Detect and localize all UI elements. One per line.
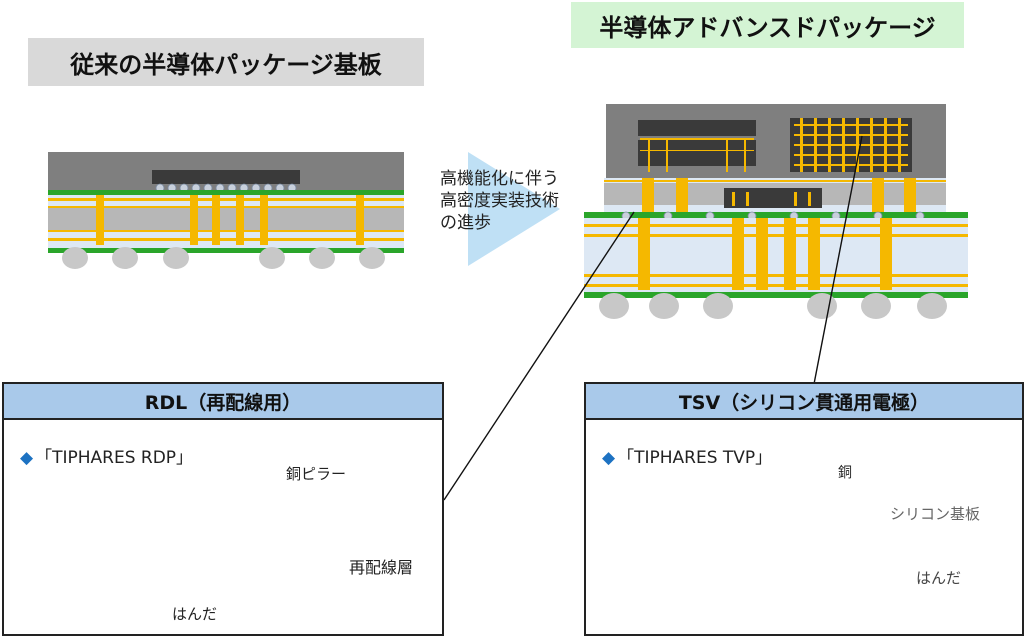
advanced-package [584,104,968,319]
tsv-solder-label: はんだ [916,569,962,587]
rdl-copper-pillar-left [128,484,170,548]
rdl-resin-label: 樹脂 [273,528,307,548]
conventional-package [48,152,404,269]
conventional-copper-traces [48,195,404,245]
rdl-layer-brace [321,547,337,579]
conventional-core [48,208,404,230]
diamond-bullet-icon: ◆ [20,448,34,468]
rdl-copper-pillar-label: 銅ピラー [286,465,347,483]
conventional-package-title: 従来の半導体パッケージ基板 [28,38,424,86]
rdl-layer-label: 再配線層 [349,558,414,577]
rdl-product-name: 「TIPHARES RDP」 [35,448,194,468]
advanced-hbm-vias [794,118,908,172]
advanced-package-title: 半導体アドバンスドパッケージ [571,2,964,48]
progress-caption: 高機能化に伴う 高密度実装技術 の進歩 [440,168,559,234]
diamond-bullet-icon: ◆ [602,448,616,468]
tsv-leader-line [813,135,863,385]
tsv-product-name: 「TIPHARES TVP」 [617,448,773,468]
conventional-top-resist [48,190,404,195]
tsv-detail [642,486,907,598]
advanced-chip-left-vias [640,138,754,172]
advanced-substrate-traces [584,218,968,290]
tsv-silicon-label: シリコン基板 [890,505,981,523]
rdl-copper-pillar-right [226,484,268,548]
rdl-product-line: ◆「TIPHARES RDP」 [20,443,193,468]
progress-caption-line-1: 高機能化に伴う [440,169,559,189]
tsv-copper-label: 銅 [838,465,852,481]
rdl-solder-label: はんだ [172,605,218,623]
rdl-leader-line [443,211,635,501]
tsv-product-line: ◆「TIPHARES TVP」 [602,443,772,468]
rdl-solder-balls [95,565,301,607]
progress-arrow [468,152,560,266]
conventional-chip [152,170,300,184]
conventional-bottom-resist [48,248,404,253]
progress-caption-line-2: 高密度実装技術 [440,191,559,211]
advanced-bridge-chip [724,188,822,208]
advanced-chip-left-lower [638,140,756,166]
conventional-solder-balls [62,247,385,269]
advanced-interposer-vias [604,178,946,212]
advanced-bottom-resist [584,292,968,298]
progress-caption-line-3: の進歩 [440,213,491,233]
advanced-chip-left [638,120,756,136]
advanced-top-resist [584,212,968,218]
advanced-solder-balls [599,293,947,319]
